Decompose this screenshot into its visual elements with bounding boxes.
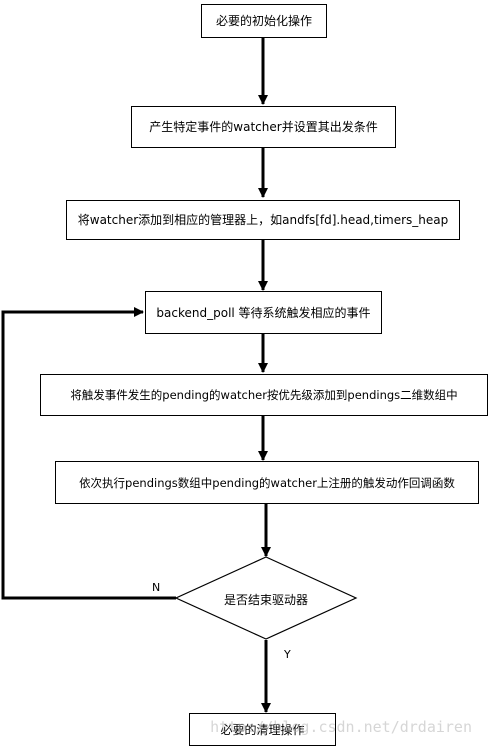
step-queue-label: 将触发事件发生的pending的watcher按优先级添加到pendings二维… xyxy=(70,388,458,402)
step-add-manager-box: 将watcher添加到相应的管理器上，如andfs[fd].head,timer… xyxy=(66,200,460,240)
step-init-label: 必要的初始化操作 xyxy=(215,14,312,28)
step-add-manager-label: 将watcher添加到相应的管理器上，如andfs[fd].head,timer… xyxy=(77,213,449,227)
step-callbacks-label: 依次执行pendings数组中pending的watcher上注册的触发动作回调… xyxy=(79,475,455,490)
step-queue-box: 将触发事件发生的pending的watcher按优先级添加到pendings二维… xyxy=(40,374,488,416)
step-cleanup-box: 必要的清理操作 xyxy=(189,713,336,746)
step-callbacks-box: 依次执行pendings数组中pending的watcher上注册的触发动作回调… xyxy=(55,461,479,504)
step-create-watcher-label: 产生特定事件的watcher并设置其出发条件 xyxy=(149,120,378,134)
decision-end-label: 是否结束驱动器 xyxy=(223,592,308,607)
edge-label-no: N xyxy=(152,581,161,594)
decision-end-label-wrap: 是否结束驱动器 xyxy=(176,558,356,640)
step-poll-label: backend_poll 等待系统触发相应的事件 xyxy=(156,305,371,320)
decision-diamond xyxy=(174,556,358,640)
step-init-box: 必要的初始化操作 xyxy=(201,4,327,38)
step-create-watcher-box: 产生特定事件的watcher并设置其出发条件 xyxy=(131,106,396,148)
step-poll-box: backend_poll 等待系统触发相应的事件 xyxy=(145,291,382,334)
arrow-loop-back-no xyxy=(1,307,176,600)
step-cleanup-label: 必要的清理操作 xyxy=(220,722,305,737)
edge-label-yes: Y xyxy=(284,648,291,661)
